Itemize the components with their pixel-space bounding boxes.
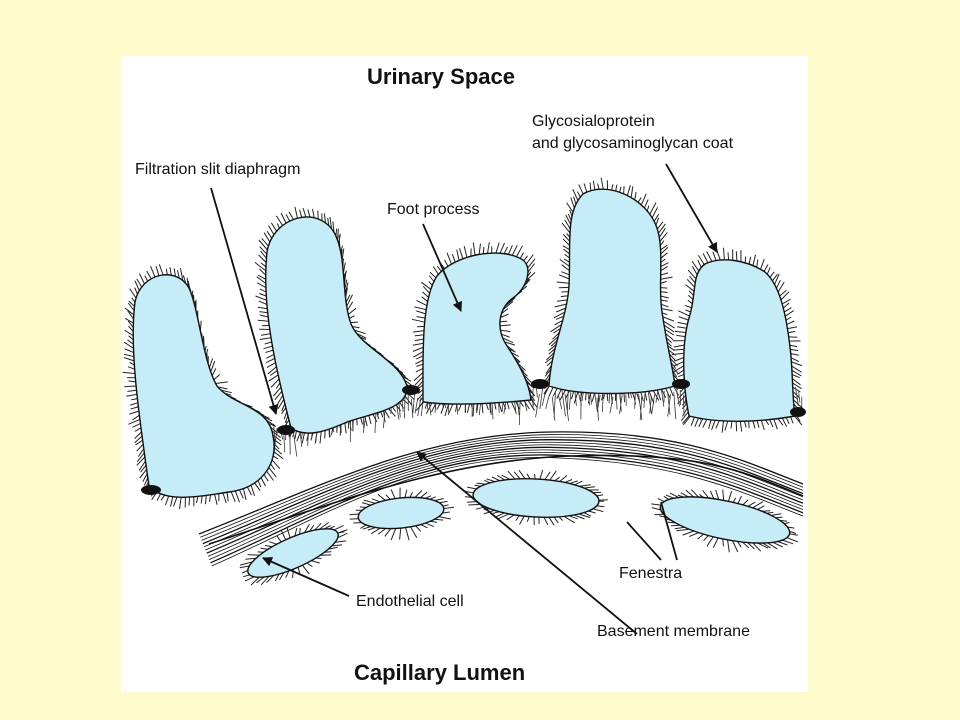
slit-diaphragm-1 xyxy=(141,485,161,495)
slit-diaphragms xyxy=(141,379,806,495)
coat-arrow xyxy=(665,163,718,253)
membrane-main-fiber xyxy=(208,454,804,545)
membrane-fiber-4 xyxy=(202,439,804,545)
foot-process-5 xyxy=(683,259,796,422)
basement-membrane-fibers xyxy=(198,431,804,567)
basement-membrane-arrow xyxy=(416,451,638,635)
slit-diaphragm-3 xyxy=(402,385,420,395)
membrane-fiber-9 xyxy=(209,452,804,560)
endothelial-cell-label: Endothelial cell xyxy=(356,593,464,610)
slit-diaphragm-2 xyxy=(277,425,295,435)
endothelial-cell-arrow xyxy=(262,557,350,597)
foot-process-arrow xyxy=(422,223,462,312)
foot-process-4 xyxy=(548,188,676,395)
foot-process-2 xyxy=(265,216,408,434)
urinary-space-title: Urinary Space xyxy=(367,64,515,89)
slit-diaphragm-5 xyxy=(672,379,690,389)
slit-diaphragm-4 xyxy=(531,379,549,389)
cells-group xyxy=(132,188,796,578)
membrane-fiber-7 xyxy=(206,446,804,554)
membrane-fiber-3 xyxy=(201,436,804,541)
diagram-drawing xyxy=(122,163,806,635)
fenestra-line-right xyxy=(660,501,678,561)
foot-process-1 xyxy=(132,274,275,498)
slit-diaphragm-6 xyxy=(790,407,806,417)
membrane-fiber-1 xyxy=(198,431,804,535)
filtration-slit-label: Filtration slit diaphragm xyxy=(135,161,301,178)
endothelial-cell-2 xyxy=(357,496,445,530)
coat-label-line2: and glycosaminoglycan coat xyxy=(532,135,734,152)
coat-label-line1: Glycosialoprotein xyxy=(532,113,655,130)
filtration-slit-arrow xyxy=(210,187,279,415)
basement-membrane-label: Basement membrane xyxy=(597,623,750,640)
diagram-panel: Urinary Space Filtration slit diaphragm … xyxy=(121,56,808,692)
endothelial-cell-4 xyxy=(659,496,791,544)
endothelial-cell-3 xyxy=(472,478,600,518)
capillary-lumen-title: Capillary Lumen xyxy=(354,660,526,685)
membrane-fiber-6 xyxy=(205,444,804,551)
foot-process-label: Foot process xyxy=(387,201,480,218)
membrane-fiber-2 xyxy=(200,434,804,538)
foot-process-3 xyxy=(422,252,532,405)
fenestra-label: Fenestra xyxy=(619,565,683,582)
fenestra-line-left xyxy=(626,521,662,561)
arrows-group xyxy=(210,163,718,635)
membrane-fiber-10 xyxy=(210,454,804,564)
